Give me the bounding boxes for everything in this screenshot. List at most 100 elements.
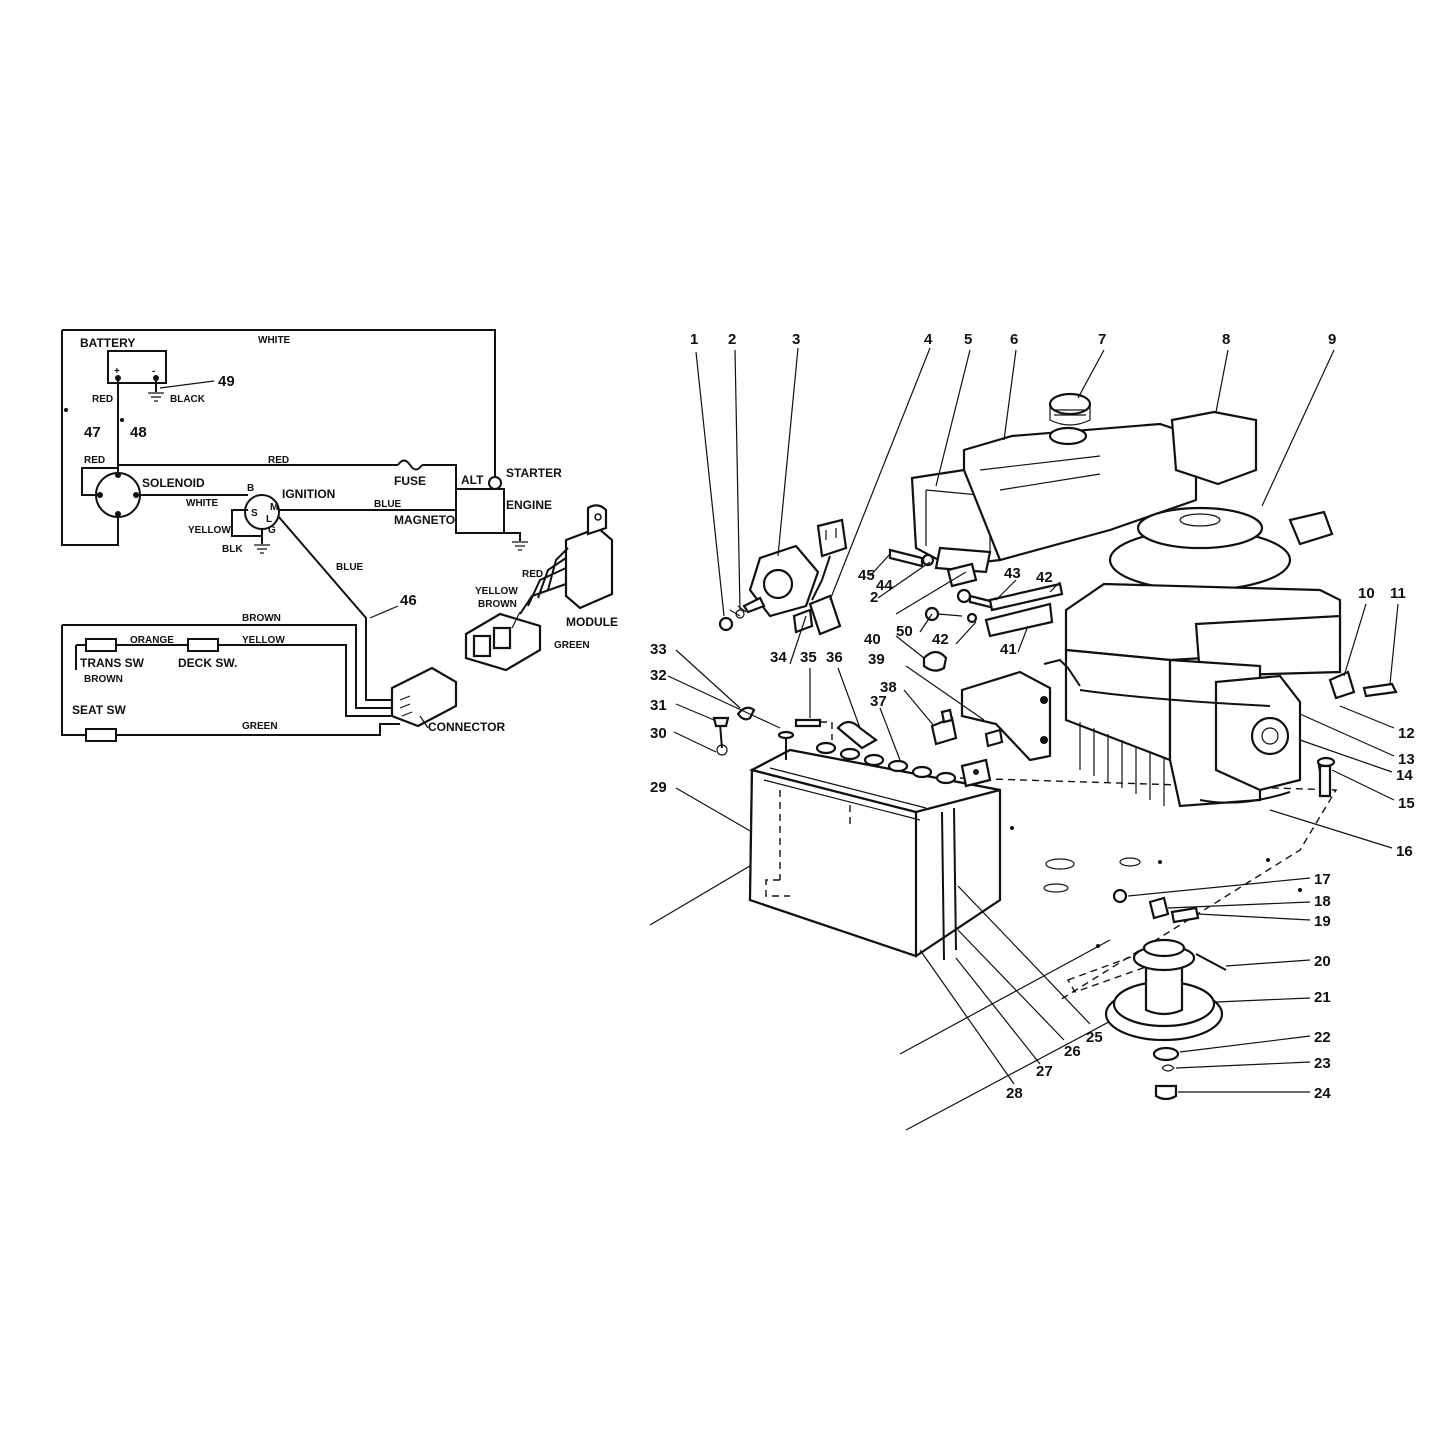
pulley-assembly: [1104, 938, 1227, 1101]
part-number-20: 20: [1314, 953, 1331, 970]
bolt-11: [1362, 682, 1398, 698]
clip-40: [922, 650, 948, 672]
part-number-26: 26: [1064, 1043, 1081, 1060]
part-number-16: 16: [1396, 843, 1413, 860]
yellow-ignition-wire: [231, 509, 262, 537]
module-green-label: GREEN: [554, 640, 590, 651]
module-red-label: RED: [522, 569, 543, 580]
module-brown-label: BROWN: [478, 599, 517, 610]
ignition-g-label: G: [268, 525, 276, 536]
part-number-labels: 1 2 3 4 5 6 7 8 9 10 11 12 13 14 15 16 1…: [650, 331, 1415, 1102]
left-loop-wire: [61, 330, 119, 546]
red-fuse-label: RED: [268, 455, 289, 466]
part-number-10: 10: [1358, 585, 1375, 602]
trans-switch-label: TRANS SW: [80, 656, 145, 670]
callout-48: 48: [130, 424, 147, 441]
part-number-28: 28: [1006, 1085, 1023, 1102]
part-number-22: 22: [1314, 1029, 1331, 1046]
engine-ground-wire: [504, 532, 521, 541]
alt-label: ALT: [461, 473, 484, 487]
starter-label: STARTER: [506, 466, 562, 480]
module-green-wire: [519, 583, 567, 615]
part-number-15: 15: [1398, 795, 1415, 812]
bolt-45: [888, 548, 924, 568]
brown-top-wire: [62, 624, 396, 709]
starter-symbol: [488, 476, 502, 490]
leader-lines: [667, 347, 1399, 1093]
plate-41: [984, 602, 1054, 638]
part-number-14: 14: [1396, 767, 1413, 784]
ignition-l-label: L: [266, 514, 272, 525]
blue-diag-label: BLUE: [336, 562, 364, 573]
orange-wire-label: ORANGE: [130, 635, 174, 646]
part-number-33: 33: [650, 641, 667, 658]
magneto-label: MAGNETO: [394, 513, 455, 527]
rod-42: [988, 582, 1064, 612]
brown-top-label: BROWN: [242, 613, 281, 624]
part-number-38: 38: [880, 679, 897, 696]
yellow-ignition-label: YELLOW: [188, 525, 231, 536]
part-number-2: 2: [728, 331, 736, 348]
screw-19: [1170, 906, 1200, 924]
part-number-31: 31: [650, 697, 667, 714]
seat-switch-label: SEAT SW: [72, 703, 126, 717]
part-number-4: 4: [924, 331, 933, 348]
part-number-35: 35: [800, 649, 817, 666]
brown-left-label: BROWN: [84, 674, 123, 685]
part-number-6: 6: [1010, 331, 1018, 348]
part-number-21: 21: [1314, 989, 1331, 1006]
green-wire: [116, 723, 400, 736]
module-red-wire: [547, 547, 569, 591]
fuse-symbol: [397, 459, 423, 471]
wiring-schematic: WHITE BATTERY + - BLACK 49 RED 47 48 SOL…: [61, 329, 618, 742]
red-solenoid-label: RED: [84, 455, 105, 466]
callout-48-dot: [120, 418, 124, 422]
white-ignition-label: WHITE: [186, 498, 219, 509]
battery-plus-label: +: [114, 366, 120, 377]
connector-symbol: [390, 666, 458, 728]
ignition-label: IGNITION: [282, 487, 335, 501]
deck-switch-symbol: [187, 638, 219, 652]
left-switch-wire: [61, 625, 86, 736]
part-number-23: 23: [1314, 1055, 1331, 1072]
plate-edge-left: [649, 859, 761, 926]
module-yellow-label: YELLOW: [475, 586, 518, 597]
bolt-24: [1154, 1084, 1178, 1101]
black-wire-label: BLACK: [170, 394, 206, 405]
part-number-12: 12: [1398, 725, 1415, 742]
callout-49-line: [159, 380, 215, 389]
solenoid-label: SOLENOID: [142, 476, 205, 490]
yellow-deck-wire: [218, 644, 396, 717]
blk-ignition-label: BLK: [222, 544, 243, 555]
callout-46-line: [369, 605, 399, 619]
yellow-deck-label: YELLOW: [242, 635, 285, 646]
ignition-b-label: B: [247, 483, 254, 494]
part-number-11: 11: [1390, 585, 1406, 602]
part-number-43: 43: [1004, 565, 1021, 582]
fuel-cap: [1048, 392, 1092, 416]
part-number-50: 50: [896, 623, 913, 640]
fuel-tank: [962, 392, 1198, 562]
seat-switch-symbol: [85, 728, 117, 742]
battery-part: [748, 741, 1002, 961]
callout-49: 49: [218, 373, 235, 390]
part-number-34: 34: [770, 649, 787, 666]
module-label: MODULE: [566, 615, 618, 629]
part-number-27: 27: [1036, 1063, 1053, 1080]
engine-part: [1043, 506, 1342, 808]
white-wire-label: WHITE: [258, 335, 291, 346]
part-number-1: 1: [690, 331, 698, 348]
washer-22: [1152, 1046, 1180, 1062]
part-number-3: 3: [792, 331, 800, 348]
clip-10: [1328, 670, 1356, 700]
fuse-alt-wire: [422, 464, 457, 489]
shroud-panel: [1170, 410, 1258, 486]
ignition-s-label: S: [251, 508, 258, 519]
part-number-29: 29: [650, 779, 667, 796]
battery-minus-label: -: [152, 366, 155, 377]
throttle-bracket: [960, 670, 1052, 762]
module-body: [564, 526, 614, 610]
callout-46: 46: [400, 592, 417, 609]
part-number-18: 18: [1314, 893, 1331, 910]
part-number-5: 5: [964, 331, 972, 348]
